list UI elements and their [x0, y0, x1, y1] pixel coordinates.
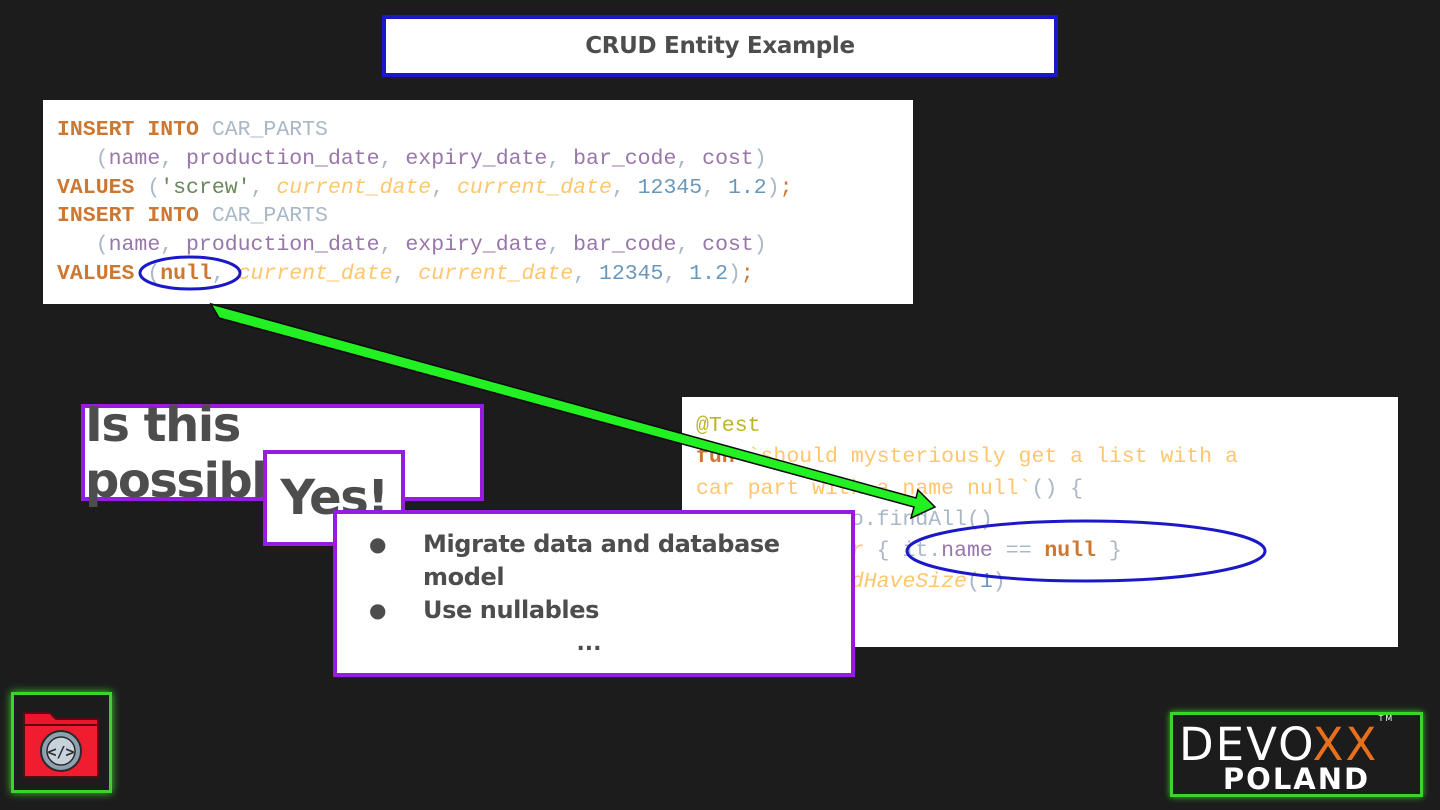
answer-list: ● Migrate data and database model ● Use … [367, 528, 831, 627]
sql-token: expiry_date [405, 233, 548, 258]
kotlin-token: fun [696, 445, 748, 470]
sql-token: CAR_PARTS [211, 204, 328, 229]
sql-token: VALUES [57, 261, 148, 286]
kotlin-line: fun `should mysteriously get a list with… [696, 442, 1384, 473]
sql-token: , [547, 146, 574, 171]
slide-title-box: CRUD Entity Example [382, 15, 1058, 77]
sql-token: , [379, 146, 406, 171]
sql-token: bar_code [573, 146, 677, 171]
sql-token: ( [57, 233, 109, 258]
sql-token: null [160, 261, 212, 286]
sql-token: ( [57, 146, 109, 171]
sql-token: ( [147, 261, 161, 286]
slide-title: CRUD Entity Example [585, 33, 855, 59]
sql-token: current_date [418, 261, 574, 286]
sql-token: cost [702, 233, 754, 258]
sql-token: expiry_date [405, 146, 548, 171]
kotlin-token: @Test [696, 414, 761, 438]
kotlin-token: () { [1031, 476, 1084, 501]
sql-token: INSERT INTO [57, 118, 212, 142]
sql-token: cost [702, 146, 754, 171]
sql-token: , [611, 175, 638, 200]
sql-token: , [392, 261, 419, 286]
sql-token: current_date [276, 175, 432, 200]
kotlin-line: @Test [696, 411, 1384, 442]
devoxx-wordmark: DEVOXX TM [1179, 714, 1395, 771]
sql-token: 'screw' [160, 175, 251, 200]
sql-token: , [676, 233, 703, 258]
sql-token: , [676, 146, 703, 171]
answer-item-text: Migrate data and database model [423, 530, 780, 591]
sql-token: name [108, 146, 161, 171]
sql-line: (name, production_date, expiry_date, bar… [57, 145, 899, 174]
sql-token: ) [727, 261, 741, 286]
kotlin-token: `should mysteriously get a list with a [747, 445, 1238, 470]
sql-token: production_date [186, 233, 380, 258]
answer-ellipsis: ... [576, 631, 602, 656]
sql-token: , [431, 175, 458, 200]
sql-token: , [702, 175, 728, 200]
sql-token: 1.2 [727, 175, 767, 200]
bullet-icon: ● [369, 532, 387, 556]
sql-token: name [108, 233, 161, 258]
sql-token: , [379, 233, 406, 258]
kotlin-token: 1 [979, 570, 993, 595]
kotlin-token: null [1044, 539, 1109, 564]
kotlin-token: name [941, 539, 1006, 564]
sql-token: ; [740, 261, 754, 286]
answer-item: ● Use nullables [367, 594, 831, 627]
bullet-icon: ● [369, 598, 387, 622]
sql-code: INSERT INTO CAR_PARTS (name, production_… [57, 116, 899, 289]
sql-token: , [160, 146, 187, 171]
sql-token: VALUES [57, 175, 148, 200]
sql-token: 1.2 [689, 261, 728, 286]
sql-token: ( [147, 175, 161, 200]
sql-token: current_date [457, 175, 612, 200]
sql-token: ) [753, 233, 767, 258]
sql-token: current_date [237, 261, 393, 286]
sql-token: ; [779, 175, 793, 200]
answer-item-text: Use nullables [423, 596, 599, 624]
sql-token: CAR_PARTS [211, 118, 328, 142]
sql-line: (name, production_date, expiry_date, bar… [57, 231, 899, 260]
sql-token: 12345 [598, 261, 664, 286]
sql-token: production_date [186, 146, 380, 171]
kotlin-token: { it. [876, 539, 942, 564]
code-folder-logo: </> [11, 692, 112, 793]
answer-item: ● Migrate data and database model [367, 528, 831, 594]
sql-token: , [160, 233, 187, 258]
kotlin-token: findAll() [876, 507, 993, 532]
kotlin-line: car part with a name null`() { [696, 474, 1384, 505]
sql-token: , [547, 233, 574, 258]
sql-line: INSERT INTO CAR_PARTS [57, 202, 899, 231]
kotlin-token: car part with a name null` [696, 476, 1032, 501]
sql-token: , [663, 261, 690, 286]
kotlin-token: ( [966, 570, 980, 595]
sql-token: bar_code [573, 233, 677, 258]
sql-token: ) [753, 146, 767, 171]
devoxx-subtitle: POLAND [1222, 762, 1371, 796]
sql-code-panel: INSERT INTO CAR_PARTS (name, production_… [43, 100, 913, 304]
sql-token: INSERT INTO [57, 204, 212, 229]
code-folder-icon: </> [23, 712, 99, 778]
sql-token: ) [766, 175, 780, 200]
sql-line: VALUES (null, current_date, current_date… [57, 260, 899, 289]
kotlin-token: == [1005, 539, 1045, 564]
svg-text:</>: </> [47, 743, 74, 761]
sql-token: , [573, 261, 599, 286]
sql-token: , [211, 261, 238, 286]
sql-line: VALUES ('screw', current_date, current_d… [57, 174, 899, 203]
kotlin-token: } [1108, 539, 1122, 564]
kotlin-token: ) [992, 570, 1006, 595]
answer-box: ● Migrate data and database model ● Use … [333, 510, 855, 677]
sql-token: 12345 [637, 175, 703, 200]
sql-token: , [250, 175, 277, 200]
sql-line: INSERT INTO CAR_PARTS [57, 116, 899, 145]
devoxx-poland-logo: DEVOXX TM POLAND [1170, 712, 1423, 797]
